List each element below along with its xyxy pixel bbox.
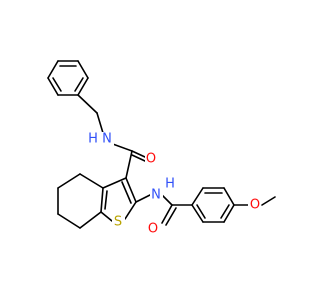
bond [77,77,89,96]
bond [223,187,235,206]
bond [100,211,113,222]
nitrogen-label: N [102,132,112,147]
bond [79,211,102,229]
bond [161,194,173,206]
bond [57,213,81,229]
bond-inner [104,190,108,210]
bond [135,194,151,203]
bond [131,154,146,162]
canvas-background [0,0,300,300]
bond [125,150,133,179]
bond [124,201,137,220]
bond [161,204,173,224]
hydrogen-label: H [165,177,175,192]
oxygen-label: O [146,152,156,167]
bond [47,60,59,79]
sulfur-label: S [114,215,122,230]
bond-inner [52,77,62,92]
atom-labels: N H O N H S O O [88,132,261,237]
bond [77,60,89,79]
bond-inner [220,204,230,219]
bond [57,173,81,189]
bond-inner [74,77,84,92]
bond [47,77,59,96]
bond [77,94,98,114]
bond [165,207,177,226]
bond [100,187,104,213]
nitrogen-label: N [151,188,161,203]
bond [96,112,104,134]
oxygen-label: O [148,222,158,237]
bond [223,204,235,223]
bond [121,181,132,204]
bond [79,173,104,189]
bond [131,150,146,158]
hydrogen-label: H [88,132,98,147]
molecule-structure: N H O N H S O O [0,0,300,300]
oxygen-label: O [250,198,260,213]
bond [191,187,204,206]
bond [191,204,204,223]
bond [261,196,276,206]
bond-inner [196,204,206,219]
bond [125,177,137,203]
bond [102,177,127,189]
